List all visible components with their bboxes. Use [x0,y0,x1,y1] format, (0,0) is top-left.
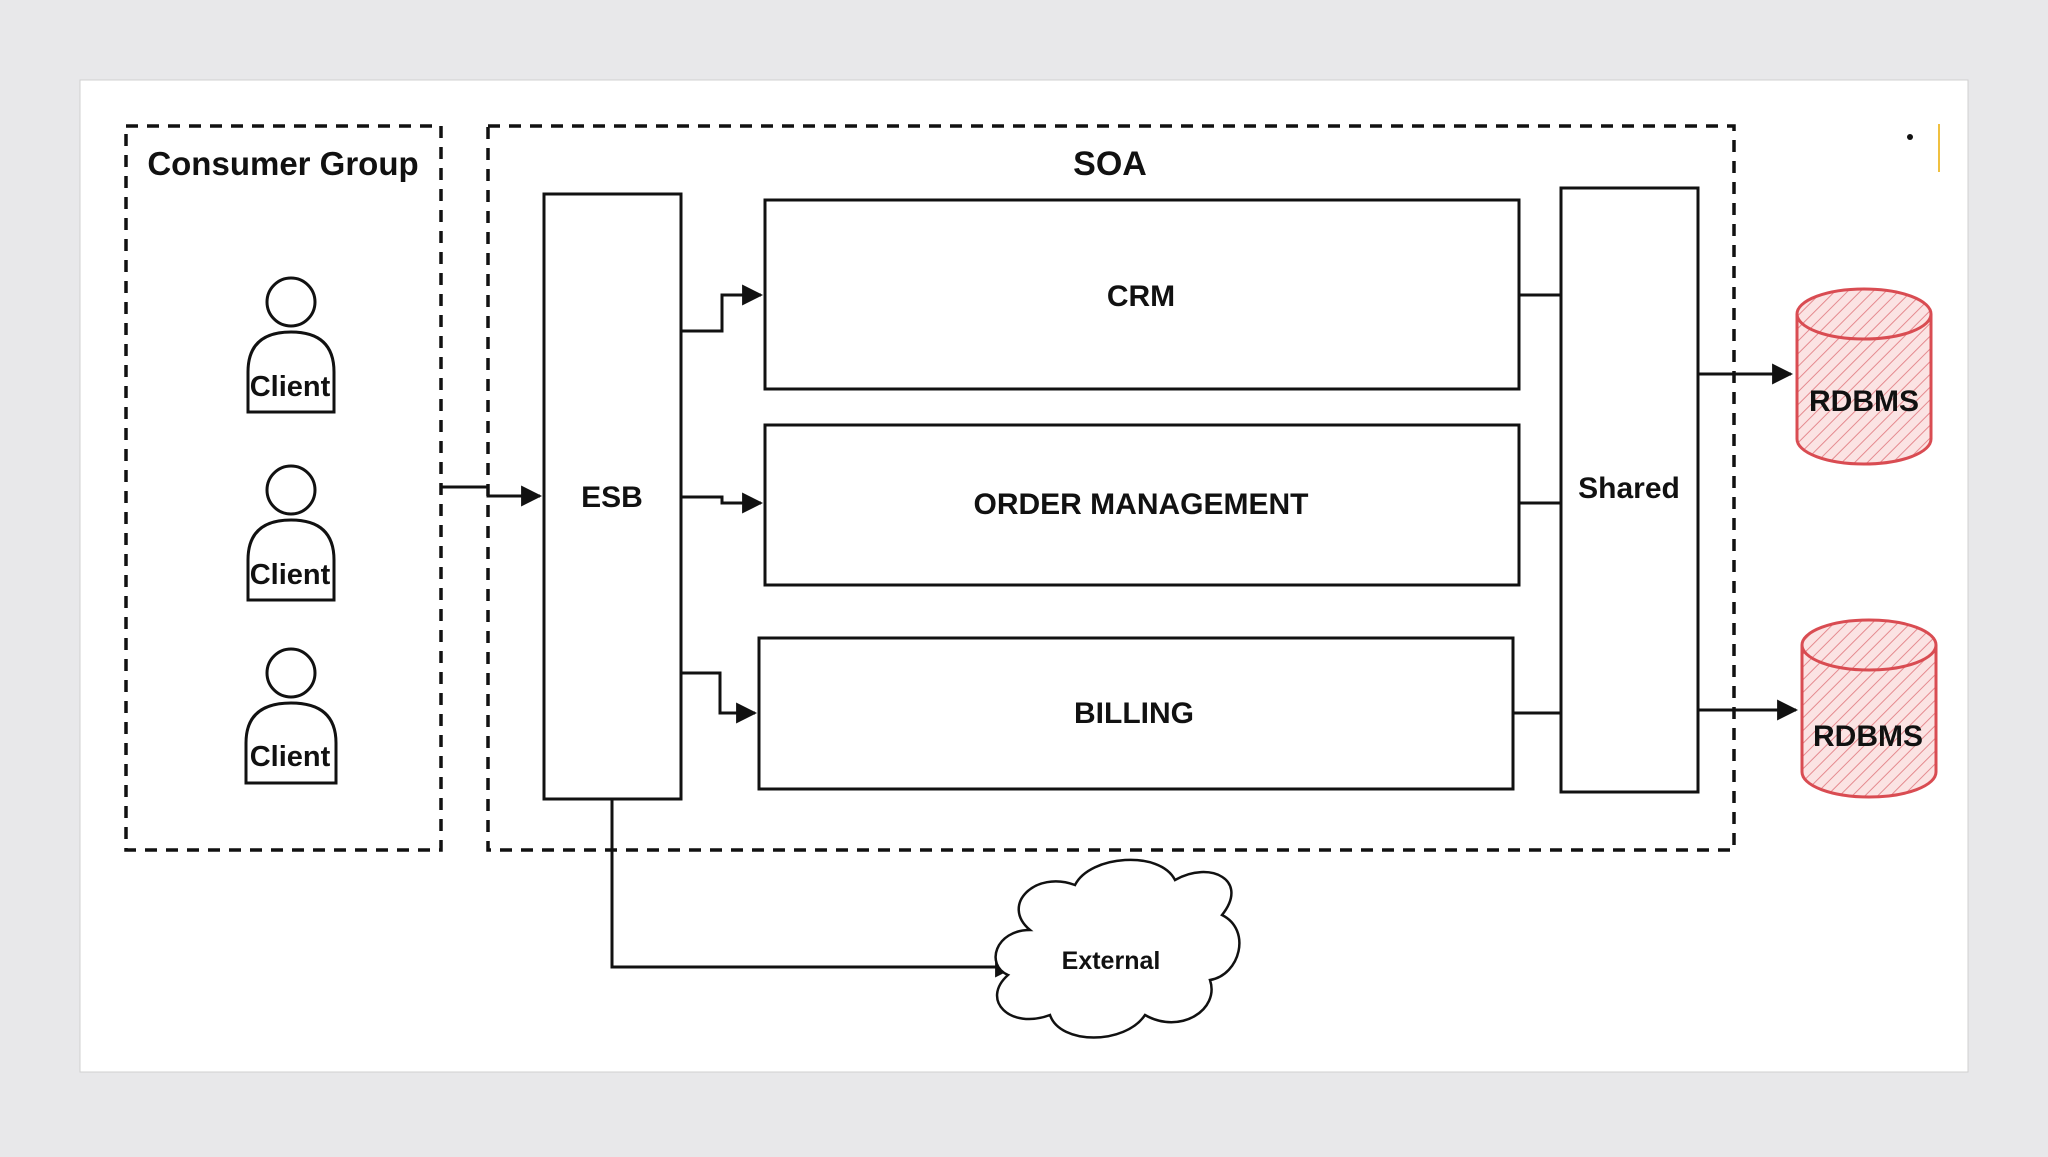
external-label: External [1062,947,1161,975]
rdbms-cylinder-2: RDBMS [1800,618,1938,799]
database-top [1800,618,1938,672]
esb-label: ESB [581,481,643,514]
billing-label: BILLING [1074,697,1194,730]
consumer-group-title: Consumer Group [147,145,418,182]
shared-box [1559,186,1700,794]
database-icon [1800,645,1938,799]
connector-esb-to-billing [681,671,758,724]
crm-label: CRM [1107,280,1175,313]
order-management-label: ORDER MANAGEMENT [974,488,1309,521]
connector-esb-to-crm [681,284,764,333]
client-body-icon [246,330,336,414]
client-body-icon [244,701,338,785]
client-head-icon [265,276,317,328]
client-actor-2: Client [246,464,336,602]
client-head-icon [265,464,317,516]
client-label: Client [250,559,331,591]
rdbms-cylinder-1: RDBMS [1795,287,1933,466]
database-icon [1795,314,1933,466]
external-cloud: External [994,858,1241,1039]
connector-consumers-to-esb [441,485,543,507]
billing-box [757,636,1515,791]
rdbms-label: RDBMS [1813,720,1923,753]
shared-label: Shared [1578,472,1680,505]
connector-esb-to-order-management [681,492,764,514]
stray-dot [1907,134,1913,140]
database-top [1795,287,1933,341]
crm-box [763,198,1521,391]
client-actor-1: Client [246,276,336,414]
connector-esb-to-external [610,799,1017,978]
client-body-icon [246,518,336,602]
client-head-icon [265,647,317,699]
esb-box [542,192,683,801]
client-label: Client [250,371,331,403]
client-actor-3: Client [244,647,338,785]
rdbms-label: RDBMS [1809,385,1919,418]
soa-title: SOA [1073,145,1147,183]
order-management-box [763,423,1521,587]
client-label: Client [250,741,331,773]
cloud-icon [994,858,1241,1039]
